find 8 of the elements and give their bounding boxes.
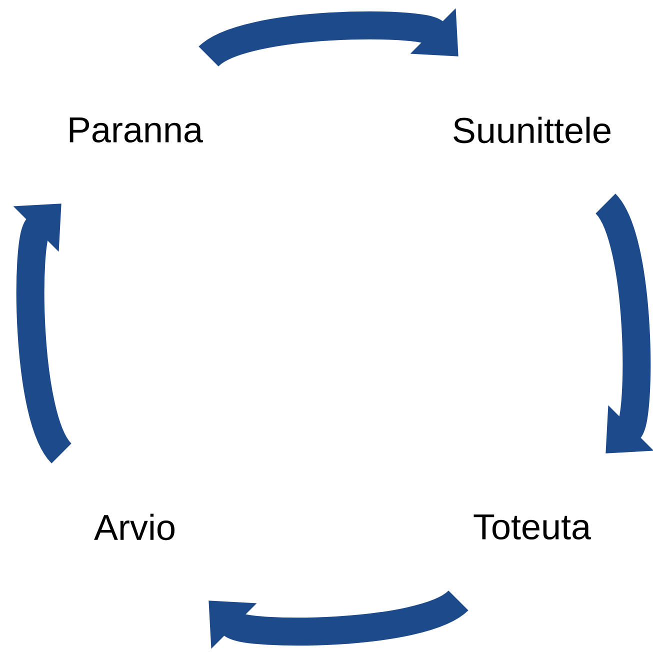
step-label: Suunittele: [454, 116, 610, 144]
curved-arrow: [594, 196, 653, 454]
step-label: Toteuta: [474, 514, 592, 540]
step-label: Paranna: [70, 117, 204, 143]
curved-arrow: [208, 589, 466, 649]
curved-arrow: [200, 8, 458, 68]
curved-arrow: [13, 204, 73, 462]
step-label: Arvio: [94, 514, 174, 540]
